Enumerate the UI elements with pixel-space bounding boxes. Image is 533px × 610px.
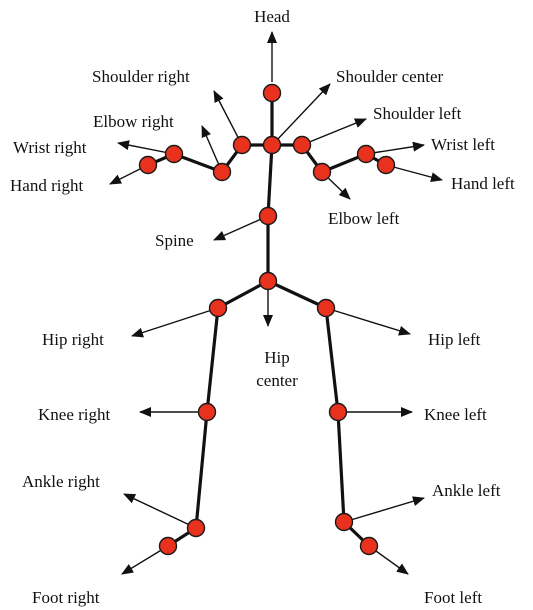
arrow-ankle-left — [344, 498, 424, 522]
joint-foot-left — [361, 538, 378, 555]
joint-knee-left — [330, 404, 347, 421]
joint-hand-right — [140, 157, 157, 174]
label-shoulder-right: Shoulder right — [92, 67, 190, 86]
joint-hand-left — [378, 157, 395, 174]
label-hip-left: Hip left — [428, 330, 481, 349]
joint-ankle-left — [336, 514, 353, 531]
skeleton-joints — [140, 85, 395, 555]
label-wrist-left: Wrist left — [431, 135, 495, 154]
joint-shoulder-right — [234, 137, 251, 154]
label-wrist-right: Wrist right — [13, 138, 87, 157]
label-foot-left: Foot left — [424, 588, 482, 607]
arrow-shoulder-left — [302, 119, 366, 145]
label-shoulder-left: Shoulder left — [373, 104, 462, 123]
joint-labels: Head Shoulder right Shoulder center Elbo… — [10, 7, 515, 607]
joint-knee-right — [199, 404, 216, 421]
joint-hip-left — [318, 300, 335, 317]
label-knee-right: Knee right — [38, 405, 111, 424]
label-foot-right: Foot right — [32, 588, 100, 607]
label-spine: Spine — [155, 231, 194, 250]
label-shoulder-center: Shoulder center — [336, 67, 443, 86]
joint-ankle-right — [188, 520, 205, 537]
label-hand-right: Hand right — [10, 176, 83, 195]
label-hand-left: Hand left — [451, 174, 515, 193]
joint-head — [264, 85, 281, 102]
label-head: Head — [254, 7, 290, 26]
joint-shoulder-center — [264, 137, 281, 154]
arrow-hip-left — [326, 308, 410, 334]
label-elbow-right: Elbow right — [93, 112, 174, 131]
joint-spine — [260, 208, 277, 225]
bone-leg-right — [168, 281, 268, 546]
label-elbow-left: Elbow left — [328, 209, 400, 228]
label-hip-center-line1: Hip — [264, 348, 290, 367]
arrow-hip-right — [132, 308, 218, 336]
joint-wrist-left — [358, 146, 375, 163]
label-ankle-right: Ankle right — [22, 472, 100, 491]
bone-leg-left — [268, 281, 369, 546]
joint-elbow-right — [214, 164, 231, 181]
label-hip-center-line2: center — [256, 371, 298, 390]
label-ankle-left: Ankle left — [432, 481, 501, 500]
joint-hip-right — [210, 300, 227, 317]
joint-foot-right — [160, 538, 177, 555]
bone-spine-upper — [268, 145, 272, 216]
joint-elbow-left — [314, 164, 331, 181]
label-knee-left: Knee left — [424, 405, 487, 424]
joint-hip-center — [260, 273, 277, 290]
arrow-shoulder-center — [276, 84, 330, 141]
joint-shoulder-left — [294, 137, 311, 154]
arrow-ankle-right — [124, 494, 196, 528]
joint-wrist-right — [166, 146, 183, 163]
label-hip-right: Hip right — [42, 330, 104, 349]
